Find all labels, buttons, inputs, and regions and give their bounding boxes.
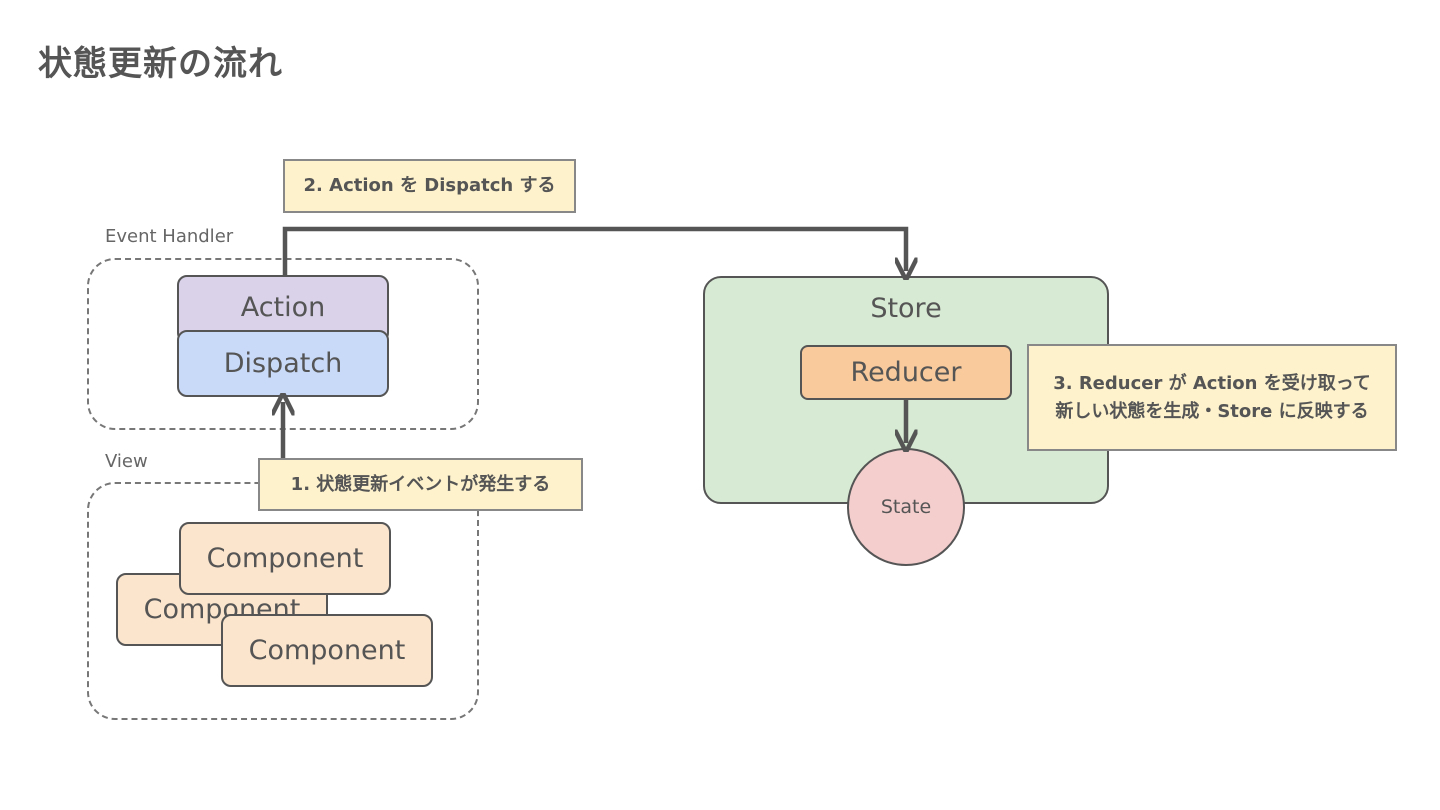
event-handler-group-label: Event Handler	[105, 226, 234, 247]
step1-note: 1. 状態更新イベントが発生する	[258, 458, 583, 511]
component-node: Component	[221, 614, 433, 687]
state-node: State	[847, 448, 965, 566]
page-title: 状態更新の流れ	[38, 44, 283, 84]
dispatch-node: Dispatch	[177, 330, 389, 397]
store-label: Store	[870, 293, 942, 324]
step3-note-line2: 新しい状態を生成・Store に反映する	[1055, 400, 1369, 422]
step2-note: 2. Action を Dispatch する	[283, 159, 576, 213]
step3-note-line1: 3. Reducer が Action を受け取って	[1053, 372, 1371, 394]
reducer-node: Reducer	[800, 345, 1012, 400]
view-group-label: View	[105, 451, 148, 472]
component-node: Component	[179, 522, 391, 595]
step3-note: 3. Reducer が Action を受け取って 新しい状態を生成・Stor…	[1027, 344, 1397, 451]
